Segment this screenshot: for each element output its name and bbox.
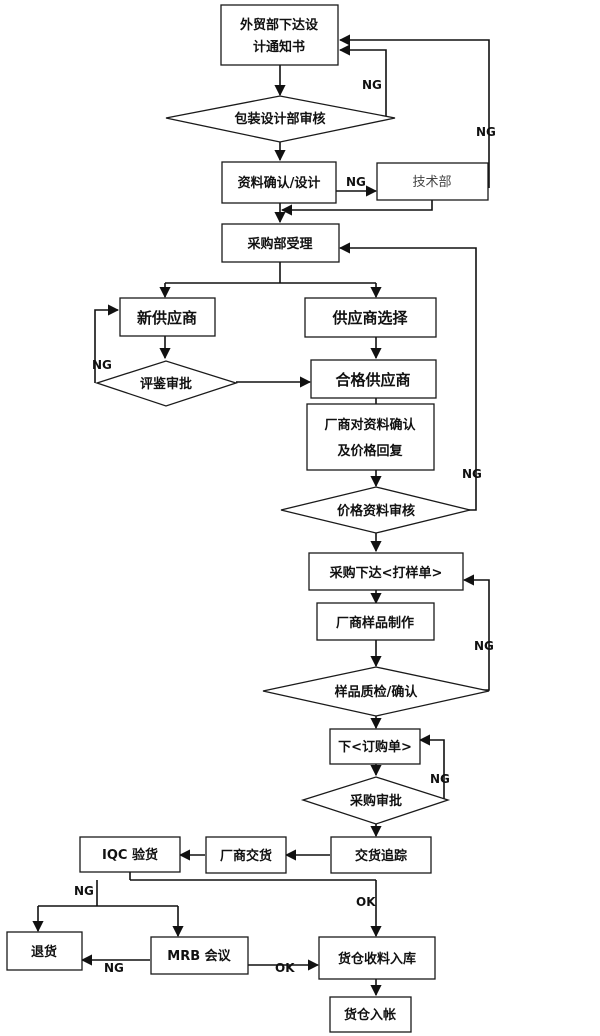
node-iqc: IQC 验货: [79, 836, 181, 873]
node-qualified-supplier-label: 合格供应商: [334, 371, 410, 389]
node-sample-make: 厂商样品制作: [316, 602, 435, 641]
ng-label-tech-dept: NG: [476, 125, 496, 139]
ng-label-data-confirm: NG: [346, 175, 366, 189]
node-data-confirm: 资料确认/设计: [221, 161, 337, 204]
node-sample-qc: 样品质检/确认: [262, 666, 490, 717]
node-evaluation-label: 评鉴审批: [140, 376, 192, 392]
node-design-notice-line1: 外贸部下达设: [239, 17, 319, 33]
node-supplier-select-label: 供应商选择: [331, 309, 408, 327]
ng-label-purchase-approve: NG: [430, 772, 450, 786]
node-delivery-track: 交货追踪: [330, 836, 432, 874]
ng-label-evaluation: NG: [92, 358, 112, 372]
node-data-confirm-label: 资料确认/设计: [238, 175, 321, 191]
node-evaluation: 评鉴审批: [94, 360, 239, 407]
node-return-label: 退货: [31, 944, 57, 960]
ng-label-mrb: NG: [104, 961, 124, 975]
ng-label-price-review: NG: [462, 467, 482, 481]
node-vendor-delivery-label: 厂商交货: [220, 848, 272, 864]
node-mrb-label: MRB 会议: [167, 948, 231, 964]
node-purchase-approve: 采购审批: [300, 776, 451, 825]
node-sample-make-label: 厂商样品制作: [336, 615, 414, 631]
node-design-notice: 外贸部下达设 计通知书: [220, 4, 339, 66]
node-return: 退货: [6, 931, 83, 971]
node-new-supplier-label: 新供应商: [137, 309, 197, 327]
node-sample-qc-label: 样品质检/确认: [335, 684, 419, 700]
node-supplier-select: 供应商选择: [304, 297, 437, 338]
node-price-review: 价格资料审核: [280, 486, 471, 534]
node-delivery-track-label: 交货追踪: [355, 848, 407, 864]
node-tech-dept: 技术部: [376, 162, 489, 201]
node-qualified-supplier: 合格供应商: [310, 359, 437, 399]
node-purchase-approve-label: 采购审批: [349, 793, 402, 809]
node-design-notice-line2: 计通知书: [253, 39, 305, 55]
node-pkg-review: 包装设计部审核: [165, 95, 396, 143]
ng-label-pkg-review: NG: [362, 78, 382, 92]
node-sample-order: 采购下达<打样单>: [308, 552, 464, 591]
node-vendor-delivery: 厂商交货: [205, 836, 287, 874]
node-vendor-confirm-line2: 及价格回复: [337, 443, 403, 459]
ok-label-iqc: OK: [356, 895, 376, 909]
node-sample-order-label: 采购下达<打样单>: [329, 565, 443, 581]
node-warehouse-account-label: 货仓入帐: [344, 1007, 396, 1023]
node-purchase-order-label: 下<订购单>: [338, 739, 412, 755]
node-price-review-label: 价格资料审核: [337, 503, 415, 519]
node-warehouse-in-label: 货仓收料入库: [338, 951, 416, 967]
node-purchase-accept-label: 采购部受理: [246, 236, 312, 252]
node-purchase-accept: 采购部受理: [221, 223, 340, 263]
ok-label-mrb: OK: [275, 961, 295, 975]
node-tech-dept-label: 技术部: [412, 175, 451, 190]
node-iqc-label: IQC 验货: [102, 847, 158, 863]
node-mrb: MRB 会议: [150, 936, 249, 975]
ng-label-sample-qc: NG: [474, 639, 494, 653]
node-warehouse-account: 货仓入帐: [329, 996, 412, 1033]
ng-label-iqc: NG: [74, 884, 94, 898]
node-pkg-review-label: 包装设计部审核: [234, 111, 325, 127]
node-purchase-order: 下<订购单>: [329, 728, 421, 765]
connectors: [32, 34, 490, 997]
edge-labels: NG NG NG NG NG NG NG NG OK NG OK: [74, 78, 496, 975]
node-warehouse-in: 货仓收料入库: [318, 936, 436, 980]
node-new-supplier: 新供应商: [119, 297, 216, 337]
node-vendor-confirm-line1: 厂商对资料确认: [324, 417, 416, 433]
node-vendor-confirm: 厂商对资料确认 及价格回复: [306, 403, 435, 471]
